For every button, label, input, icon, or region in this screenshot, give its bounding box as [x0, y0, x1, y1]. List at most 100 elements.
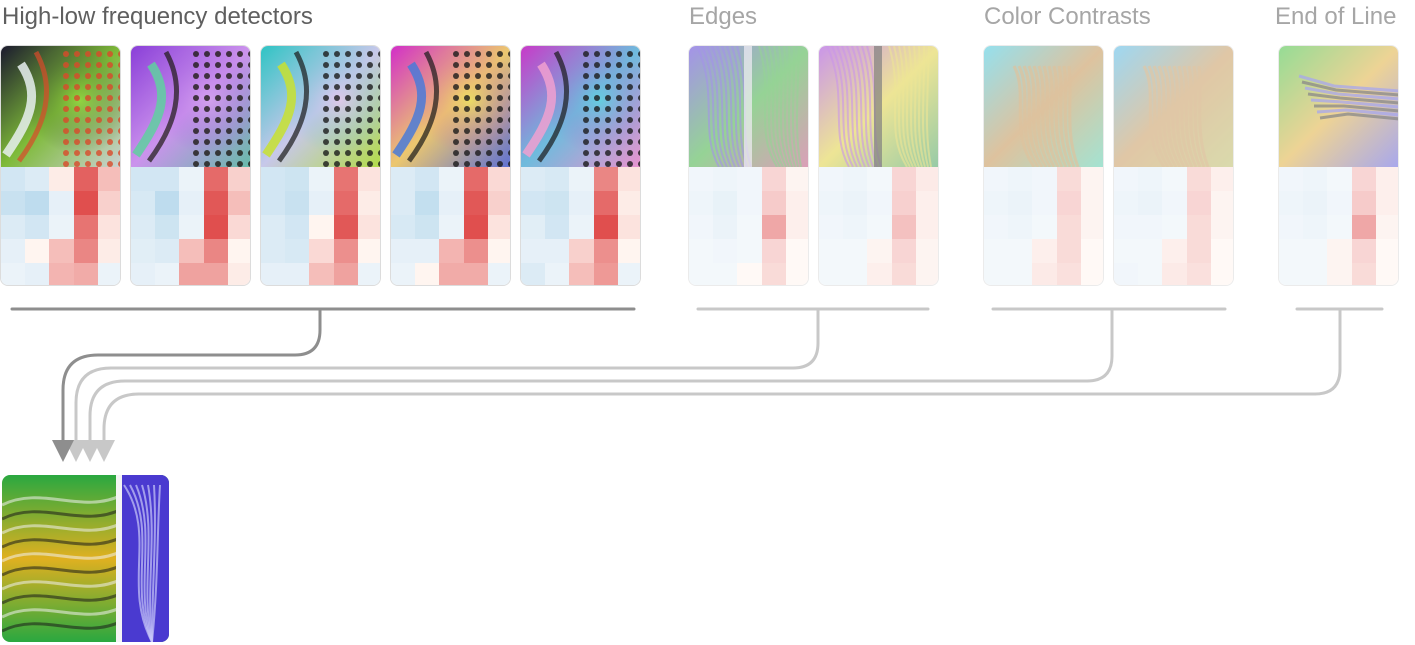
neuron-card — [688, 45, 809, 286]
heatmap-cell — [1008, 191, 1033, 215]
heatmap-cell — [309, 239, 334, 263]
heatmap-cell — [915, 263, 938, 285]
heatmap-cell — [569, 263, 594, 285]
group-title-high-low-frequency: High-low frequency detectors — [2, 3, 313, 30]
heatmap-cell — [785, 263, 808, 285]
heatmap-cell — [761, 215, 786, 239]
neuron-card — [520, 45, 641, 286]
heatmap-cell — [617, 263, 640, 285]
heatmap-cell — [785, 239, 808, 263]
arrowhead-icon — [52, 440, 74, 462]
heatmap-cell — [309, 215, 334, 239]
heatmap-cell — [915, 215, 938, 239]
heatmap-cell — [891, 191, 916, 215]
heatmap-cell — [1032, 263, 1057, 285]
heatmap-cell — [155, 191, 180, 215]
heatmap-cell — [1375, 191, 1398, 215]
heatmap-cell — [1210, 191, 1233, 215]
heatmap-cell — [867, 239, 892, 263]
heatmap-cell — [261, 191, 286, 215]
neuron-card — [390, 45, 511, 286]
heatmap-cell — [617, 167, 640, 191]
neuron-card — [1278, 45, 1399, 286]
heatmap-cell — [843, 191, 868, 215]
heatmap-cell — [569, 191, 594, 215]
heatmap-cell — [1056, 167, 1081, 191]
heatmap-cell — [689, 191, 714, 215]
heatmap-cell — [785, 167, 808, 191]
heatmap-cell — [131, 263, 156, 285]
heatmap-cell — [333, 239, 358, 263]
heatmap-cell — [285, 239, 310, 263]
weight-heatmap — [261, 167, 380, 285]
heatmap-cell — [737, 239, 762, 263]
heatmap-cell — [179, 167, 204, 191]
heatmap-cell — [155, 215, 180, 239]
heatmap-cell — [131, 239, 156, 263]
heatmap-cell — [285, 215, 310, 239]
heatmap-cell — [1138, 215, 1163, 239]
heatmap-cell — [1, 191, 26, 215]
heatmap-cell — [487, 263, 510, 285]
heatmap-cell — [891, 239, 916, 263]
heatmap-cell — [97, 239, 120, 263]
heatmap-cell — [1114, 167, 1139, 191]
heatmap-cell — [984, 215, 1009, 239]
feature-visualization-image — [984, 46, 1103, 167]
heatmap-cell — [1032, 239, 1057, 263]
heatmap-cell — [713, 167, 738, 191]
heatmap-cell — [1351, 191, 1376, 215]
heatmap-cell — [867, 263, 892, 285]
heatmap-cell — [1303, 191, 1328, 215]
heatmap-cell — [203, 167, 228, 191]
heatmap-cell — [1279, 167, 1304, 191]
heatmap-cell — [285, 167, 310, 191]
weight-heatmap — [689, 167, 808, 285]
heatmap-cell — [867, 167, 892, 191]
heatmap-cell — [1351, 263, 1376, 285]
heatmap-cell — [415, 239, 440, 263]
heatmap-cell — [1351, 215, 1376, 239]
heatmap-cell — [227, 239, 250, 263]
neuron-card — [1113, 45, 1234, 286]
heatmap-cell — [155, 263, 180, 285]
heatmap-cell — [391, 191, 416, 215]
heatmap-cell — [415, 215, 440, 239]
heatmap-cell — [333, 215, 358, 239]
heatmap-cell — [984, 263, 1009, 285]
heatmap-cell — [73, 167, 98, 191]
heatmap-cell — [915, 167, 938, 191]
heatmap-cell — [49, 263, 74, 285]
heatmap-cell — [487, 191, 510, 215]
heatmap-cell — [569, 215, 594, 239]
heatmap-cell — [617, 191, 640, 215]
heatmap-cell — [819, 239, 844, 263]
heatmap-cell — [1008, 239, 1033, 263]
heatmap-cell — [1279, 191, 1304, 215]
heatmap-cell — [915, 191, 938, 215]
weight-heatmap — [131, 167, 250, 285]
heatmap-cell — [391, 239, 416, 263]
heatmap-cell — [713, 215, 738, 239]
heatmap-cell — [227, 215, 250, 239]
heatmap-cell — [689, 239, 714, 263]
heatmap-cell — [1, 215, 26, 239]
heatmap-cell — [439, 215, 464, 239]
heatmap-cell — [1327, 239, 1352, 263]
heatmap-cell — [261, 263, 286, 285]
heatmap-cell — [569, 167, 594, 191]
heatmap-cell — [1279, 239, 1304, 263]
heatmap-cell — [521, 215, 546, 239]
heatmap-cell — [1056, 263, 1081, 285]
heatmap-cell — [1303, 263, 1328, 285]
heatmap-cell — [761, 263, 786, 285]
heatmap-cell — [1056, 191, 1081, 215]
heatmap-cell — [1351, 167, 1376, 191]
heatmap-cell — [49, 215, 74, 239]
weight-heatmap — [1279, 167, 1398, 285]
heatmap-cell — [333, 263, 358, 285]
heatmap-cell — [545, 239, 570, 263]
heatmap-cell — [439, 239, 464, 263]
heatmap-cell — [1138, 239, 1163, 263]
